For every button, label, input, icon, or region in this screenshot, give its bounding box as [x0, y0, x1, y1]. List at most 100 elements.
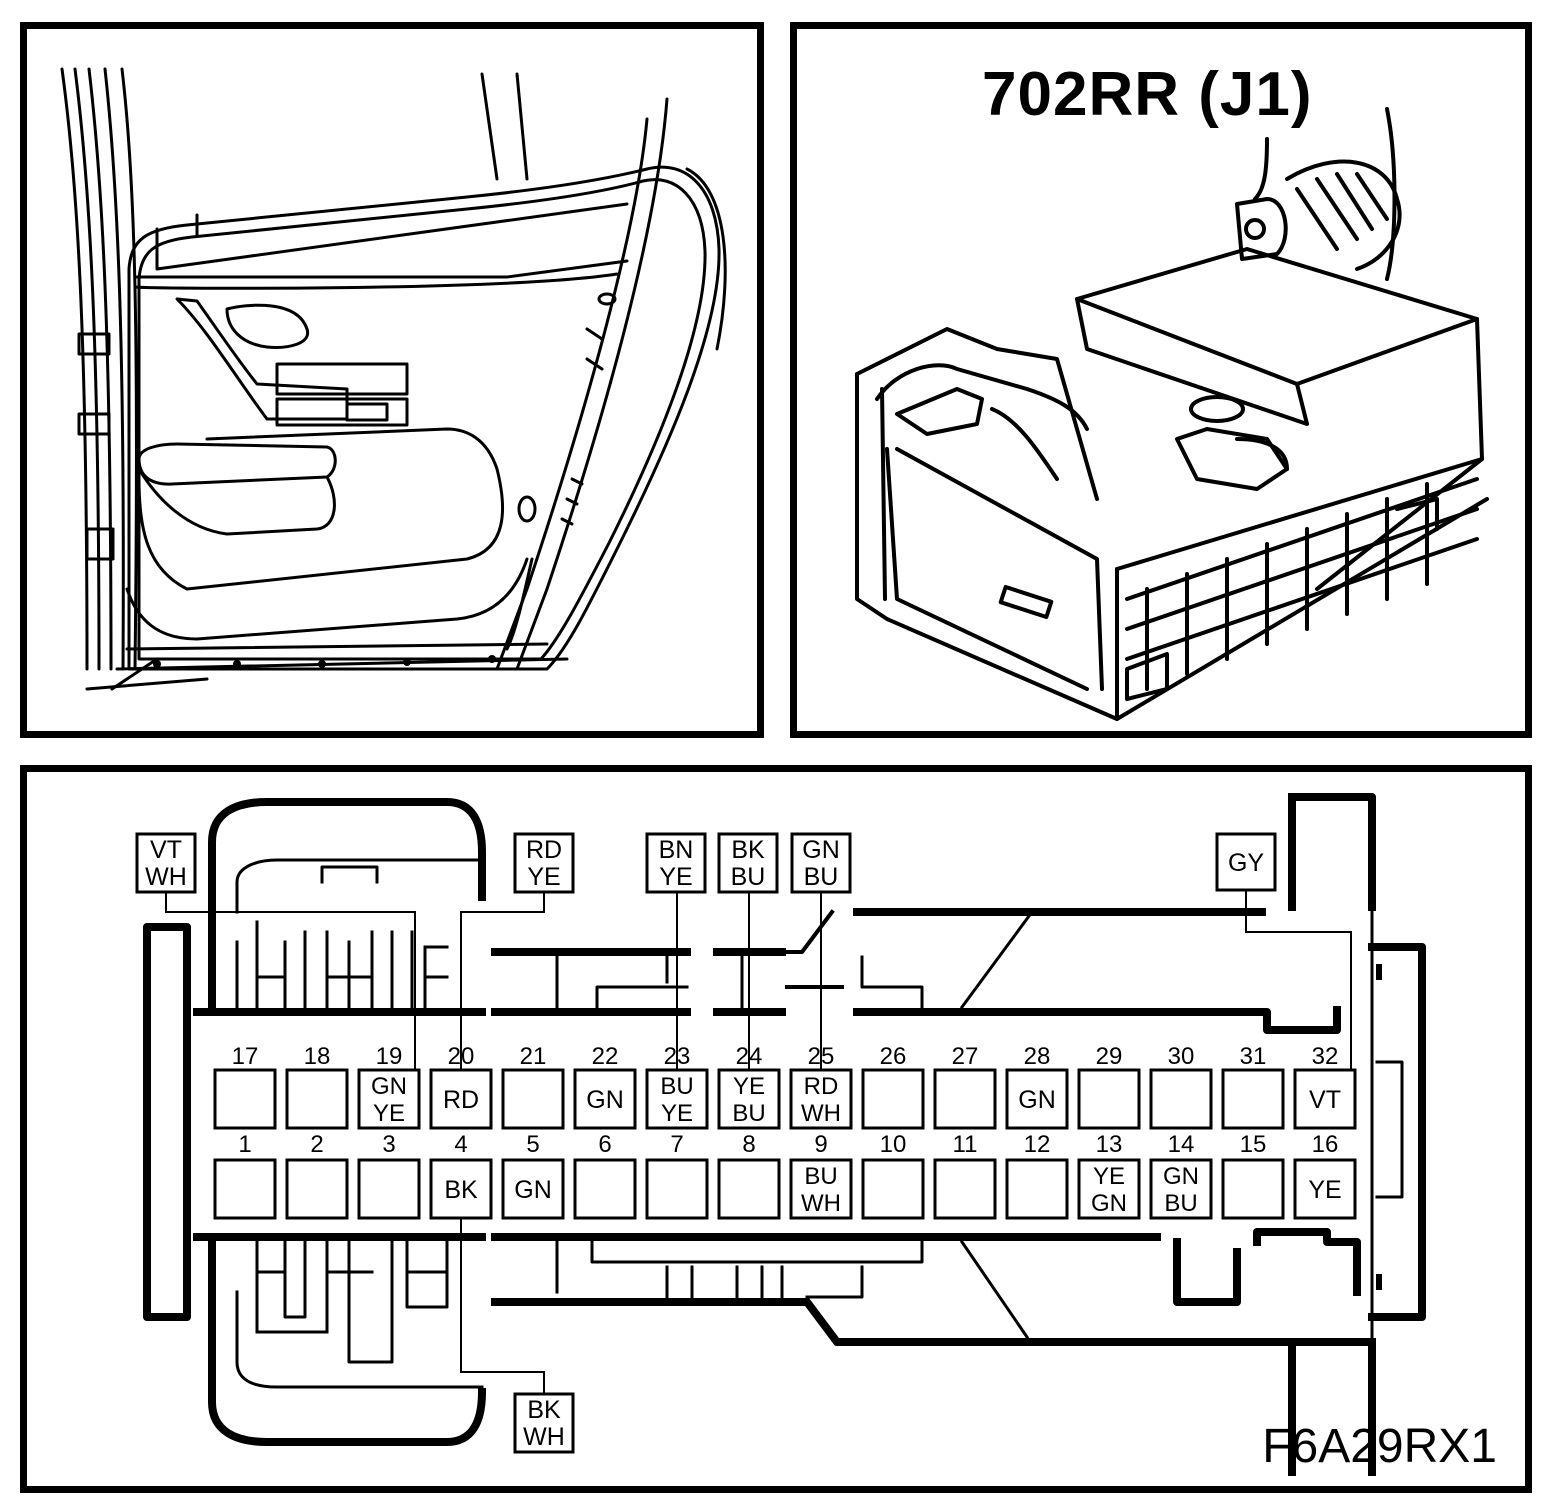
- connector-illustration: [855, 107, 1489, 721]
- door-location-panel: [20, 22, 764, 738]
- wire-callout-box: [717, 832, 779, 894]
- pin-cavity: [645, 1068, 709, 1130]
- pin-wire-color: VT: [1309, 1086, 1341, 1114]
- pin-cavity: [357, 1158, 421, 1220]
- pin-cavity: [1005, 1068, 1069, 1130]
- pin-number: 19: [376, 1043, 403, 1070]
- pin-cavity: [501, 1068, 565, 1130]
- pin-number: 21: [520, 1043, 547, 1070]
- pin-cavity: [357, 1068, 421, 1130]
- pin-cavity: [285, 1158, 349, 1220]
- pin-number: 28: [1024, 1043, 1051, 1070]
- connector-title: 702RR (J1): [982, 60, 1313, 129]
- pin-number: 2: [310, 1131, 323, 1158]
- pin-number: 1: [238, 1131, 251, 1158]
- pin-wire-color: RD: [443, 1086, 479, 1114]
- callout-leader-line: [165, 892, 416, 1070]
- pin-cavity: [789, 1158, 853, 1220]
- pin-number: 3: [382, 1131, 395, 1158]
- wire-callout-box: [135, 832, 197, 894]
- pin-cavity: [1005, 1158, 1069, 1220]
- pin-number: 9: [814, 1131, 827, 1158]
- pin-number: 16: [1312, 1131, 1339, 1158]
- pin-number: 29: [1096, 1043, 1123, 1070]
- callout-leader-line: [460, 892, 545, 1070]
- wire-callout-box: [645, 832, 707, 894]
- pin-number: 23: [664, 1043, 691, 1070]
- pin-wire-color: GN: [514, 1176, 552, 1204]
- pin-number: 26: [880, 1043, 907, 1070]
- pin-wire-color: BK: [444, 1176, 478, 1204]
- pin-number: 13: [1096, 1131, 1123, 1158]
- pin-cavity: [1293, 1158, 1357, 1220]
- pin-cavity: [717, 1158, 781, 1220]
- pin-cavity: [213, 1158, 277, 1220]
- callout-leader-line: [460, 1218, 545, 1394]
- pin-cavity: [645, 1158, 709, 1220]
- wire-callout-box: [513, 1392, 575, 1454]
- pin-number: 8: [742, 1131, 755, 1158]
- pin-number: 31: [1240, 1043, 1267, 1070]
- pin-cavity: [1149, 1158, 1213, 1220]
- pin-wire-color: GN: [1018, 1086, 1056, 1114]
- pin-number: 10: [880, 1131, 907, 1158]
- pin-wire-color: GN: [586, 1086, 624, 1114]
- pin-cavity: [429, 1068, 493, 1130]
- pin-cavity: [213, 1068, 277, 1130]
- pin-cavity: [1149, 1068, 1213, 1130]
- pin-cavity: [285, 1068, 349, 1130]
- pin-number: 11: [953, 1131, 978, 1158]
- pin-cavity: [573, 1068, 637, 1130]
- pin-number: 6: [598, 1131, 611, 1158]
- door-illustration: [60, 67, 727, 691]
- pin-number: 25: [808, 1043, 835, 1070]
- pin-number: 27: [952, 1043, 979, 1070]
- pin-cavity: [1293, 1068, 1357, 1130]
- pin-cavity: [861, 1068, 925, 1130]
- pin-cavity: [789, 1068, 853, 1130]
- pin-wire-color: YE: [1308, 1176, 1341, 1204]
- pin-cavity: [933, 1158, 997, 1220]
- pin-number: 7: [670, 1131, 683, 1158]
- pin-cavity: [429, 1158, 493, 1220]
- pin-cavity: [501, 1158, 565, 1220]
- figure-code: F6A29RX1: [1262, 1420, 1497, 1473]
- pin-number: 4: [454, 1131, 467, 1158]
- wire-callout-box: [513, 832, 575, 894]
- wire-callout-box: [790, 832, 852, 894]
- pin-cavity: [861, 1158, 925, 1220]
- callout-leader-line: [1245, 890, 1352, 1070]
- pin-cavity: [1221, 1068, 1285, 1130]
- pin-number: 17: [232, 1043, 259, 1070]
- wire-callout-label: GY: [1228, 849, 1264, 877]
- connector-panel: 702RR (J1): [790, 22, 1532, 738]
- pin-number: 18: [304, 1043, 331, 1070]
- pin-number: 5: [526, 1131, 539, 1158]
- pin-cavity: [1077, 1158, 1141, 1220]
- pin-cavity: [1221, 1158, 1285, 1220]
- pin-cavity: [1077, 1068, 1141, 1130]
- pin-number: 14: [1168, 1131, 1195, 1158]
- pin-number: 22: [592, 1043, 619, 1070]
- pin-number: 20: [448, 1043, 475, 1070]
- pin-number: 24: [736, 1043, 763, 1070]
- pin-number: 12: [1024, 1131, 1051, 1158]
- pin-cavity: [717, 1068, 781, 1130]
- pin-number: 30: [1168, 1043, 1195, 1070]
- pin-number: 32: [1312, 1043, 1339, 1070]
